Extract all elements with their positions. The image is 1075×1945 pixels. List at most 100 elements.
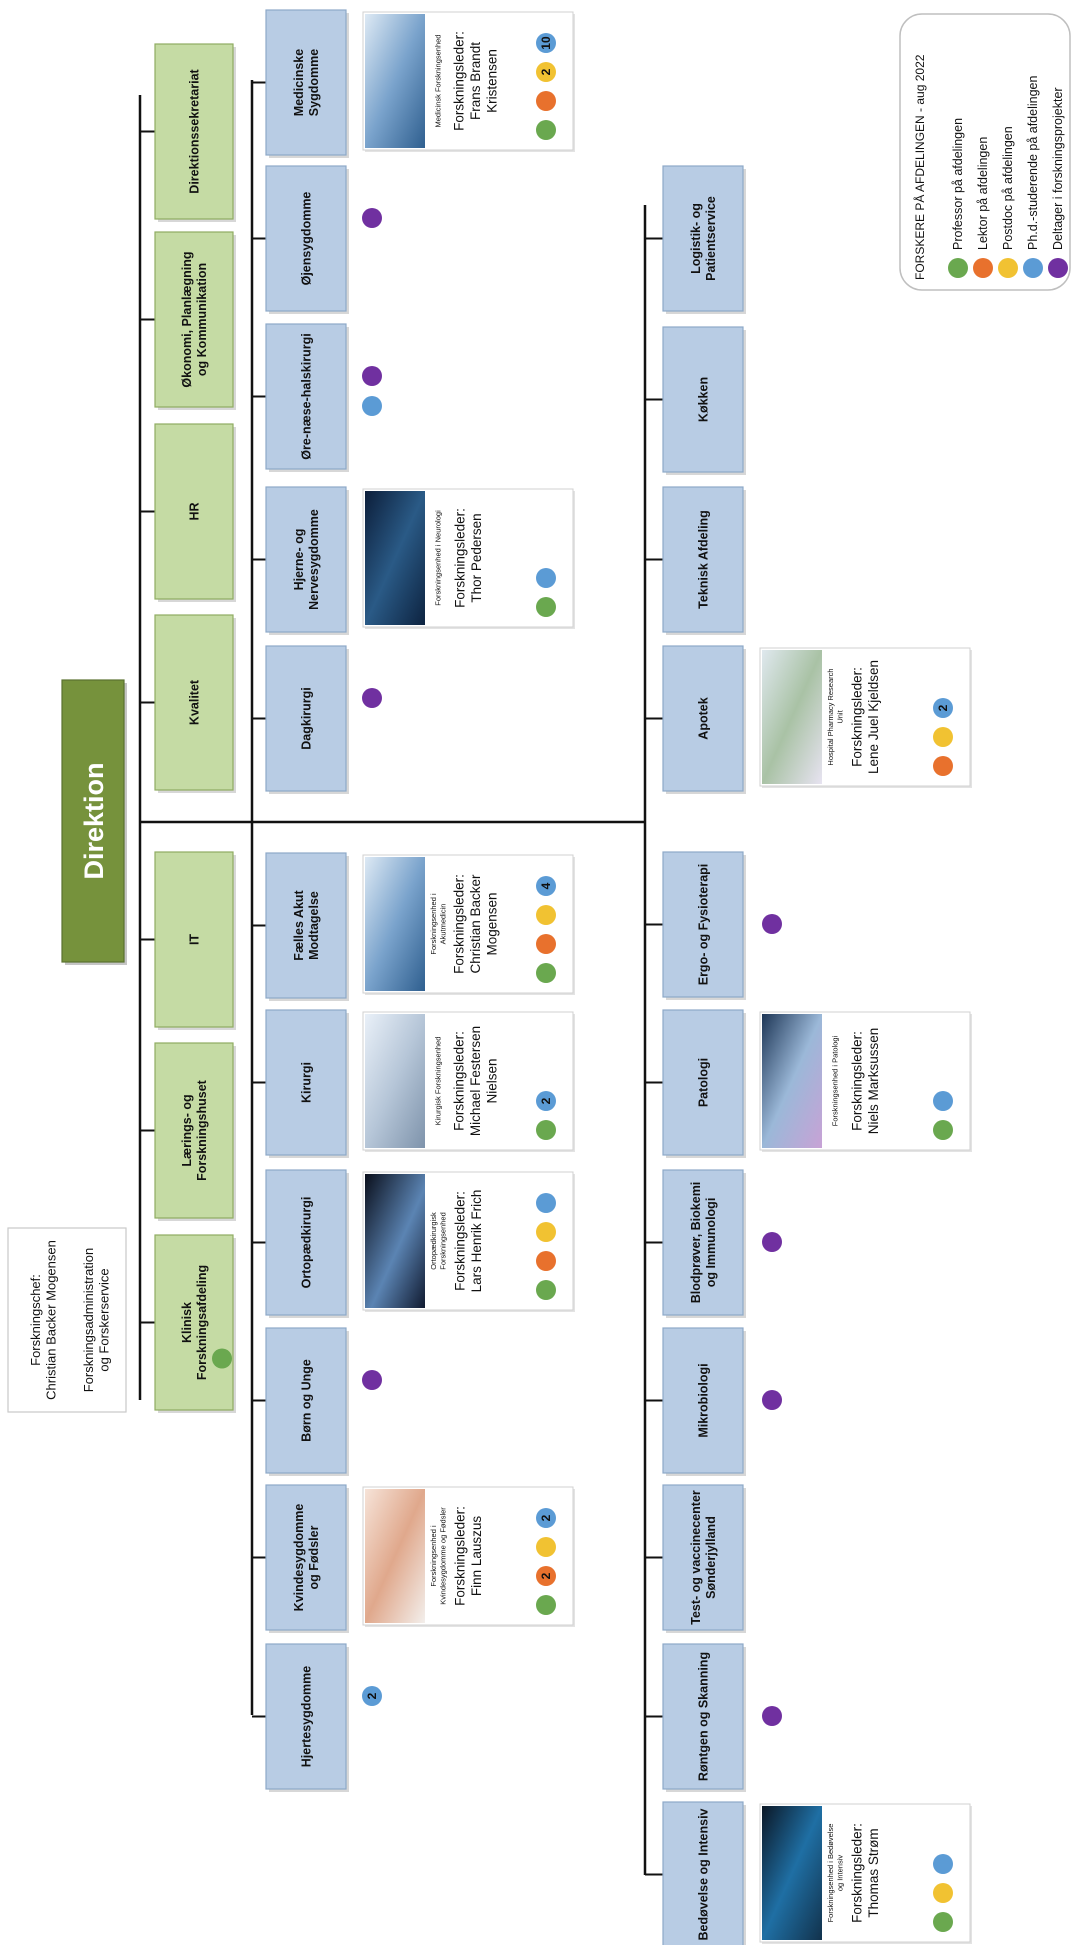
phd-dot	[933, 1854, 953, 1874]
deltager-dot	[762, 1706, 782, 1726]
lektor-legend-dot	[973, 258, 993, 278]
dept-kirurgi[interactable]	[265, 1009, 347, 1156]
research-leader: Finn Lauszus	[469, 1516, 484, 1597]
research-leader: Mogensen	[484, 892, 499, 955]
professor-dot	[536, 963, 556, 983]
legend-label-professor: Professor på afdelingen	[951, 118, 965, 250]
staff-unit-laerings-og-forskningshuset[interactable]	[154, 1042, 234, 1219]
dept-blodprover-biokemi-og-immunologi[interactable]	[662, 1169, 744, 1316]
staff-unit-label: HR	[188, 502, 202, 520]
staff-unit-klinisk-forskningsafdeling[interactable]	[154, 1234, 234, 1411]
phd-legend-dot	[1023, 258, 1043, 278]
dot-count: 2	[936, 704, 950, 711]
unit-caption: Forskningsenhed i Neurologi	[434, 510, 443, 606]
dept-mikrobiologi[interactable]	[662, 1327, 744, 1474]
research-leader: Forskningsleder:	[850, 1823, 865, 1923]
deltager-dot	[362, 1370, 382, 1390]
dot-count: 2	[539, 68, 553, 75]
dept-hjerne-og-nervesygdomme[interactable]	[265, 486, 347, 633]
dept-ortopaedkirurgi[interactable]	[265, 1169, 347, 1316]
dept-test-og-vaccinecenter-sonderjylland[interactable]	[662, 1484, 744, 1631]
dept-label: Test- og vaccinecenter	[689, 1490, 703, 1625]
direktion-box[interactable]	[61, 679, 125, 963]
research-chief-title: Christian Backer Mogensen	[44, 1240, 59, 1400]
staff-unit-kvalitet[interactable]	[154, 614, 234, 791]
dept-label: Kvindesygdomme	[292, 1504, 306, 1612]
dept-label: Ergo- og Fysioterapi	[697, 864, 711, 986]
dept-rontgen-og-skanning[interactable]	[662, 1643, 744, 1790]
dot-count: 2	[539, 1097, 553, 1104]
research-leader: Thor Pedersen	[469, 513, 484, 602]
direktion-label: Direktion	[79, 762, 109, 879]
dept-label: Fælles Akut	[292, 889, 306, 960]
dept-ergo-og-fysioterapi[interactable]	[662, 851, 744, 998]
research-leader: Frans Brandt	[468, 42, 483, 120]
staff-unit-hr[interactable]	[154, 423, 234, 600]
research-leader: Michael Festersen	[468, 1026, 483, 1136]
staff-unit-okonomi-planlaegning-og-kommunikation[interactable]	[154, 231, 234, 408]
deltager-dot	[762, 1390, 782, 1410]
dept-label: Blodprøver, Biokemi	[689, 1182, 703, 1304]
research-leader: Forskningsleder:	[451, 1031, 466, 1131]
research-chief-box[interactable]	[7, 1227, 127, 1413]
research-leader: Forskningsleder:	[451, 31, 466, 131]
phd-dot	[536, 568, 556, 588]
dept-label: Sygdomme	[307, 49, 321, 116]
phd-dot	[933, 1091, 953, 1111]
research-chief-sub: Forskningsadministration	[81, 1248, 96, 1393]
lektor-dot	[536, 1251, 556, 1271]
dept-ore-naese-halskirurgi[interactable]	[265, 323, 347, 470]
phd-dot	[362, 1686, 382, 1706]
dept-born-og-unge[interactable]	[265, 1327, 347, 1474]
dept-ojensygdomme[interactable]	[265, 165, 347, 312]
legend-title: FORSKERE PÅ AFDELINGEN - aug 2022	[912, 54, 927, 280]
dept-medicinske-sygdomme[interactable]	[265, 9, 347, 156]
research-leader: Niels Marksussen	[866, 1028, 881, 1135]
dept-teknisk-afdeling[interactable]	[662, 486, 744, 633]
lektor-dot	[536, 1566, 556, 1586]
staff-unit-label: Direktionssekretariat	[188, 68, 202, 193]
deltager-dot	[362, 688, 382, 708]
staff-unit-label: Klinisk	[180, 1302, 194, 1343]
unit-caption: Forskningsenhed i	[429, 893, 438, 955]
lab-photo	[365, 14, 425, 148]
staff-unit-label: Forskningsafdeling	[195, 1265, 209, 1380]
dot-count: 2	[365, 1692, 379, 1699]
research-leader: Forskningsleder:	[451, 874, 466, 974]
professor-legend-dot	[948, 258, 968, 278]
xray-photo	[365, 1174, 425, 1308]
staff-unit-label: Lærings- og	[180, 1094, 194, 1166]
dept-dagkirurgi[interactable]	[265, 645, 347, 792]
phd-dot	[362, 396, 382, 416]
dept-label: Røntgen og Skanning	[697, 1652, 711, 1781]
staff-unit-direktionssekretariat[interactable]	[154, 43, 234, 220]
dept-label: Dagkirurgi	[300, 687, 314, 750]
legend-label-deltager: Deltager i forskningsprojekter	[1051, 87, 1065, 250]
professor-dot	[536, 1595, 556, 1615]
unit-caption: Forskningsenhed i Patologi	[831, 1035, 840, 1126]
dept-logistik-og-patientservice[interactable]	[662, 165, 744, 312]
dept-label: Mikrobiologi	[697, 1363, 711, 1437]
dept-kokken[interactable]	[662, 326, 744, 473]
professor-dot	[212, 1348, 232, 1369]
dept-patologi[interactable]	[662, 1009, 744, 1156]
deltager-dot	[762, 914, 782, 934]
dept-bedovelse-og-intensiv[interactable]	[662, 1801, 744, 1945]
dept-faelles-akut-modtagelse[interactable]	[265, 852, 347, 999]
phd-dot	[536, 1193, 556, 1213]
dot-count: 2	[539, 1572, 553, 1579]
dept-apotek[interactable]	[662, 645, 744, 792]
dept-label: Logistik- og	[689, 203, 703, 274]
dept-kvindesygdomme-og-fodsler[interactable]	[265, 1484, 347, 1631]
dept-hjertesygdomme[interactable]	[265, 1643, 347, 1790]
staff-unit-it[interactable]	[154, 851, 234, 1028]
dept-label: Øre-næse-halskirurgi	[300, 333, 314, 459]
lektor-dot	[536, 91, 556, 111]
professor-dot	[933, 1912, 953, 1932]
dept-label: Børn og Unge	[300, 1359, 314, 1442]
dept-label: Medicinske	[292, 49, 306, 116]
professor-dot	[536, 597, 556, 617]
staff-unit-label: IT	[188, 934, 202, 945]
deltager-dot	[762, 1232, 782, 1252]
lab-photo	[365, 857, 425, 991]
